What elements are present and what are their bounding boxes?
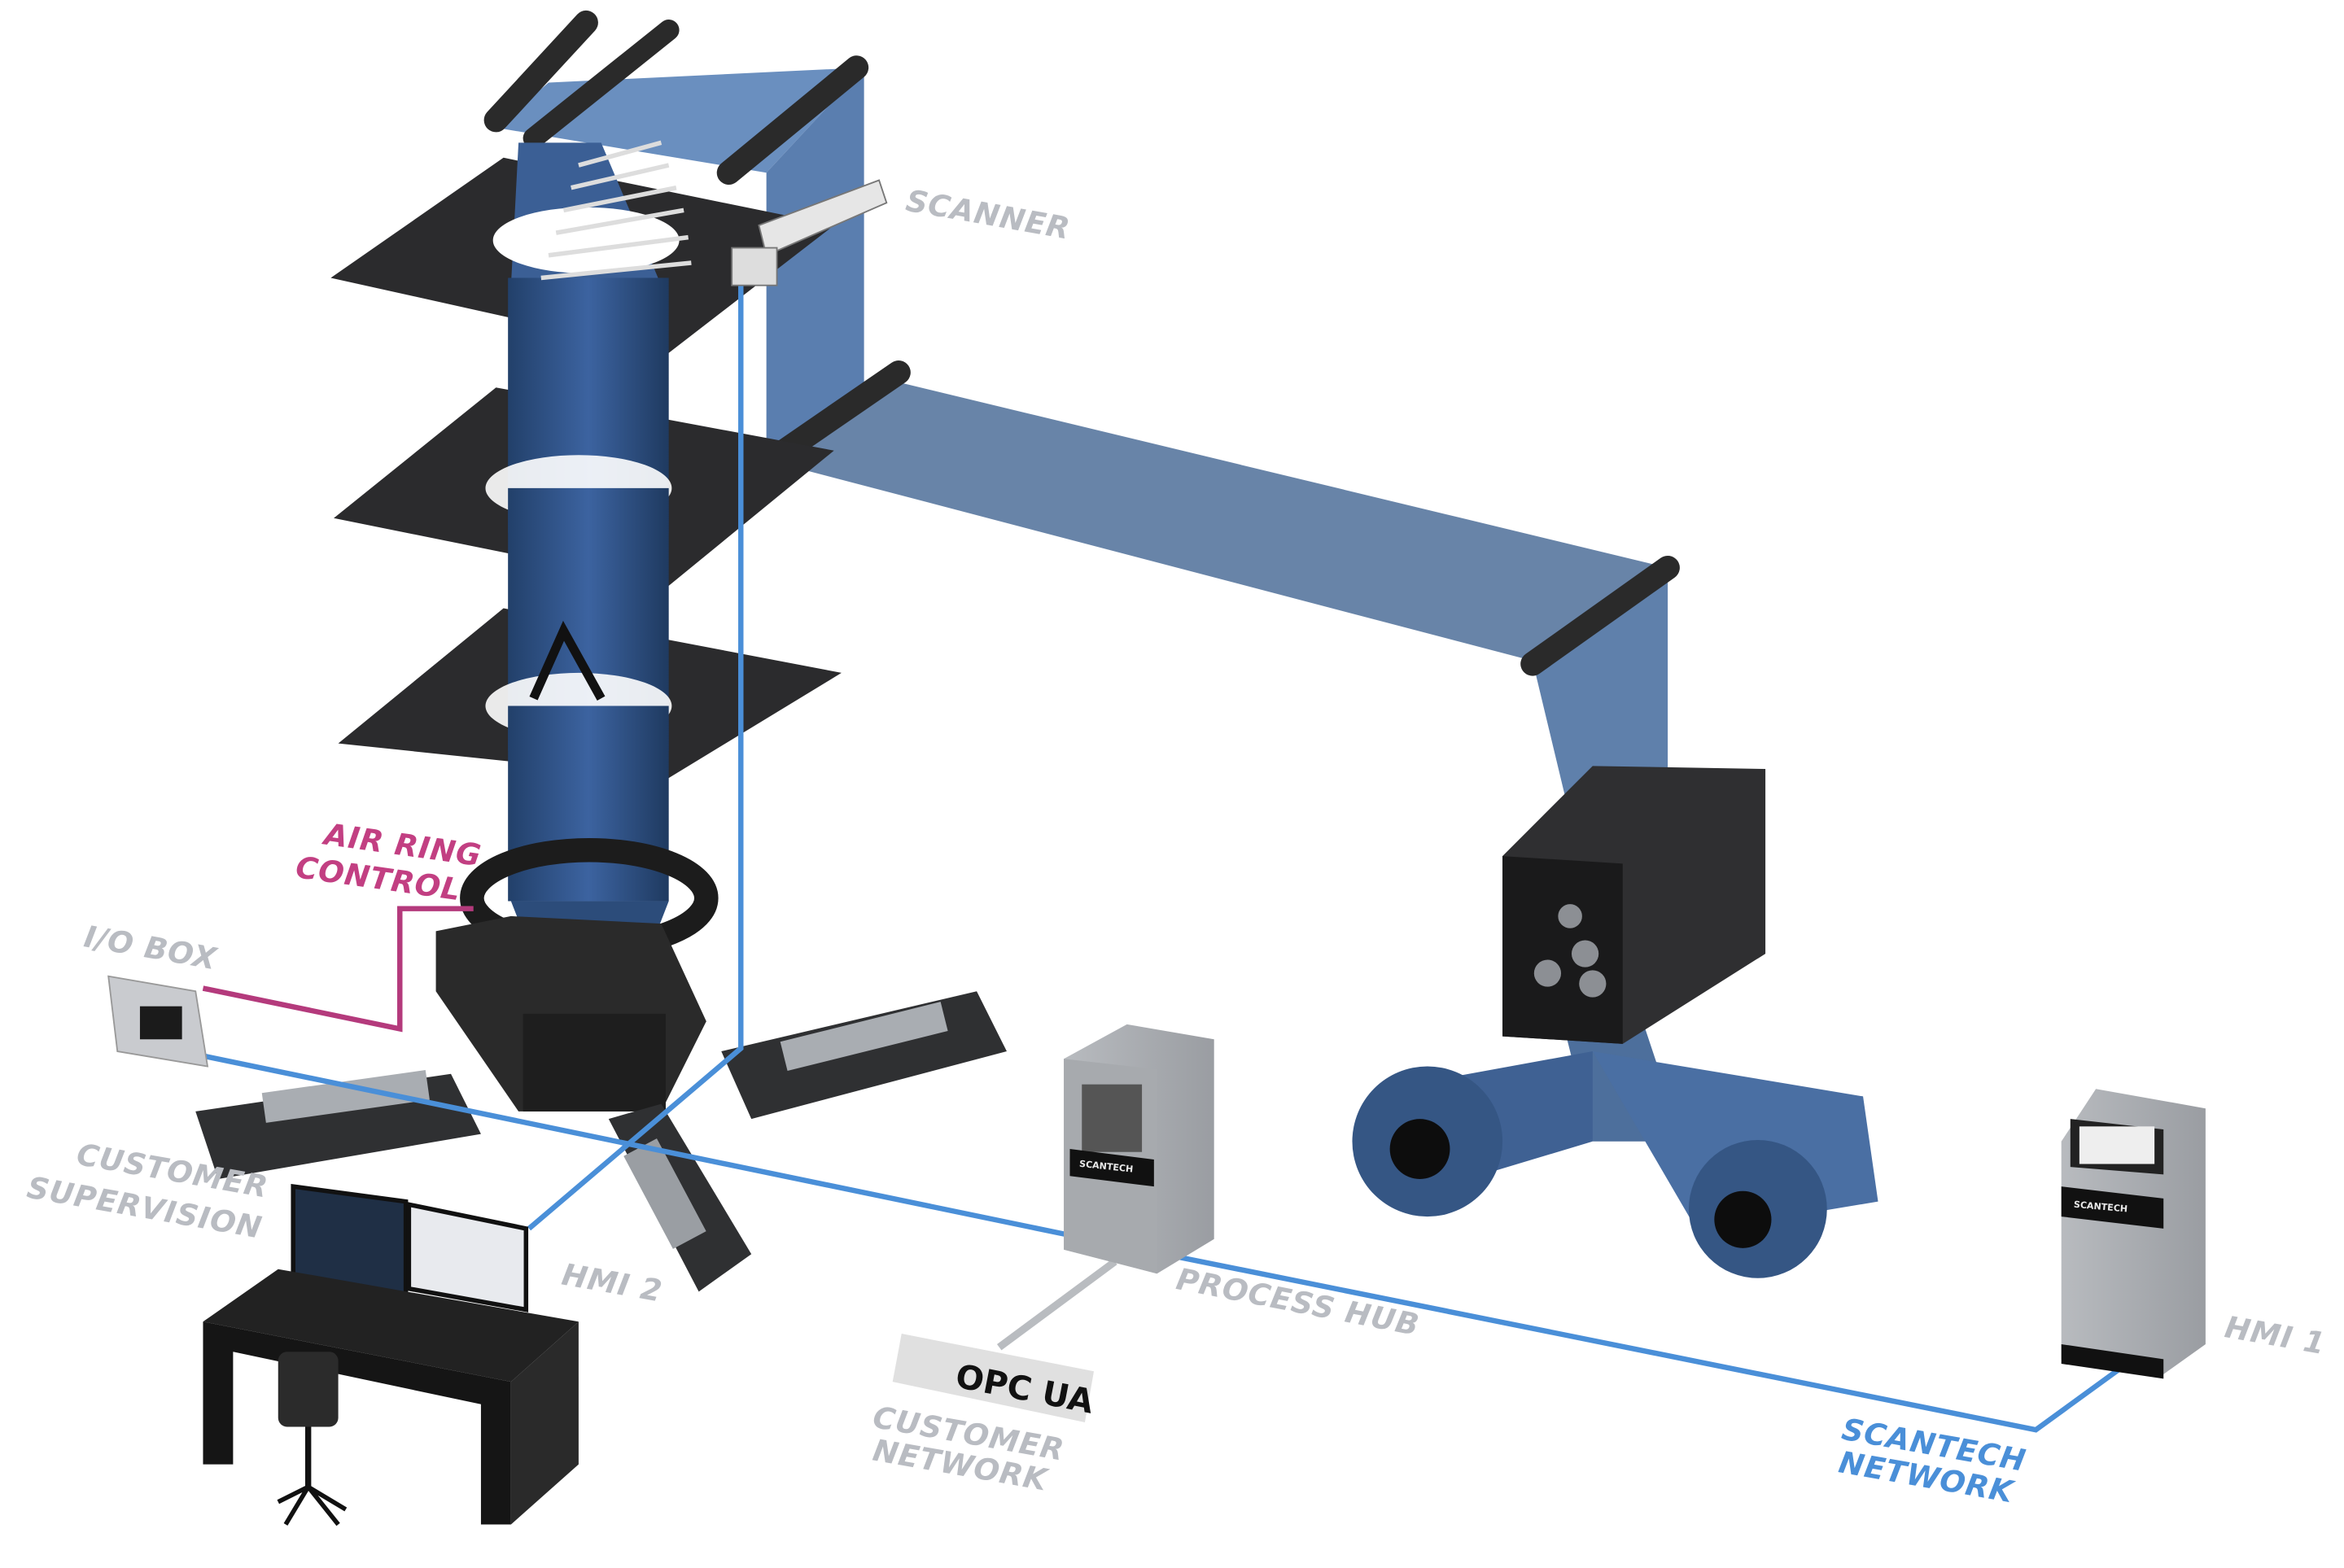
network-lines — [202, 285, 2120, 1433]
scantech-network-line — [202, 1053, 2120, 1433]
air-ring — [435, 837, 719, 1112]
scanner — [731, 179, 888, 286]
film-bubble — [485, 142, 680, 1037]
air-ring-control-line — [202, 906, 474, 1033]
scanner-line — [527, 285, 744, 1231]
hmi1-cabinet: SCANTECH — [2061, 1089, 2206, 1379]
collapsing-box — [1502, 766, 1766, 1044]
extruders — [195, 991, 1007, 1292]
io-box — [107, 975, 209, 1068]
cage — [540, 140, 692, 281]
operator-workstation — [203, 1184, 579, 1527]
label-hmi1: HMI 1 — [2222, 1309, 2328, 1361]
label-hmi2: HMI 2 — [559, 1257, 665, 1309]
process-hub-cabinet: SCANTECH — [1064, 1024, 1214, 1274]
label-io-box: I/O BOX — [81, 919, 220, 976]
hmi1-brand: SCANTECH — [2073, 1199, 2128, 1215]
label-scanner: SCANNER — [903, 183, 1073, 247]
customer-network-line — [996, 1258, 1117, 1351]
label-process-hub: PROCESS HUB — [1174, 1261, 1423, 1343]
film-rolls — [1352, 1066, 1827, 1278]
